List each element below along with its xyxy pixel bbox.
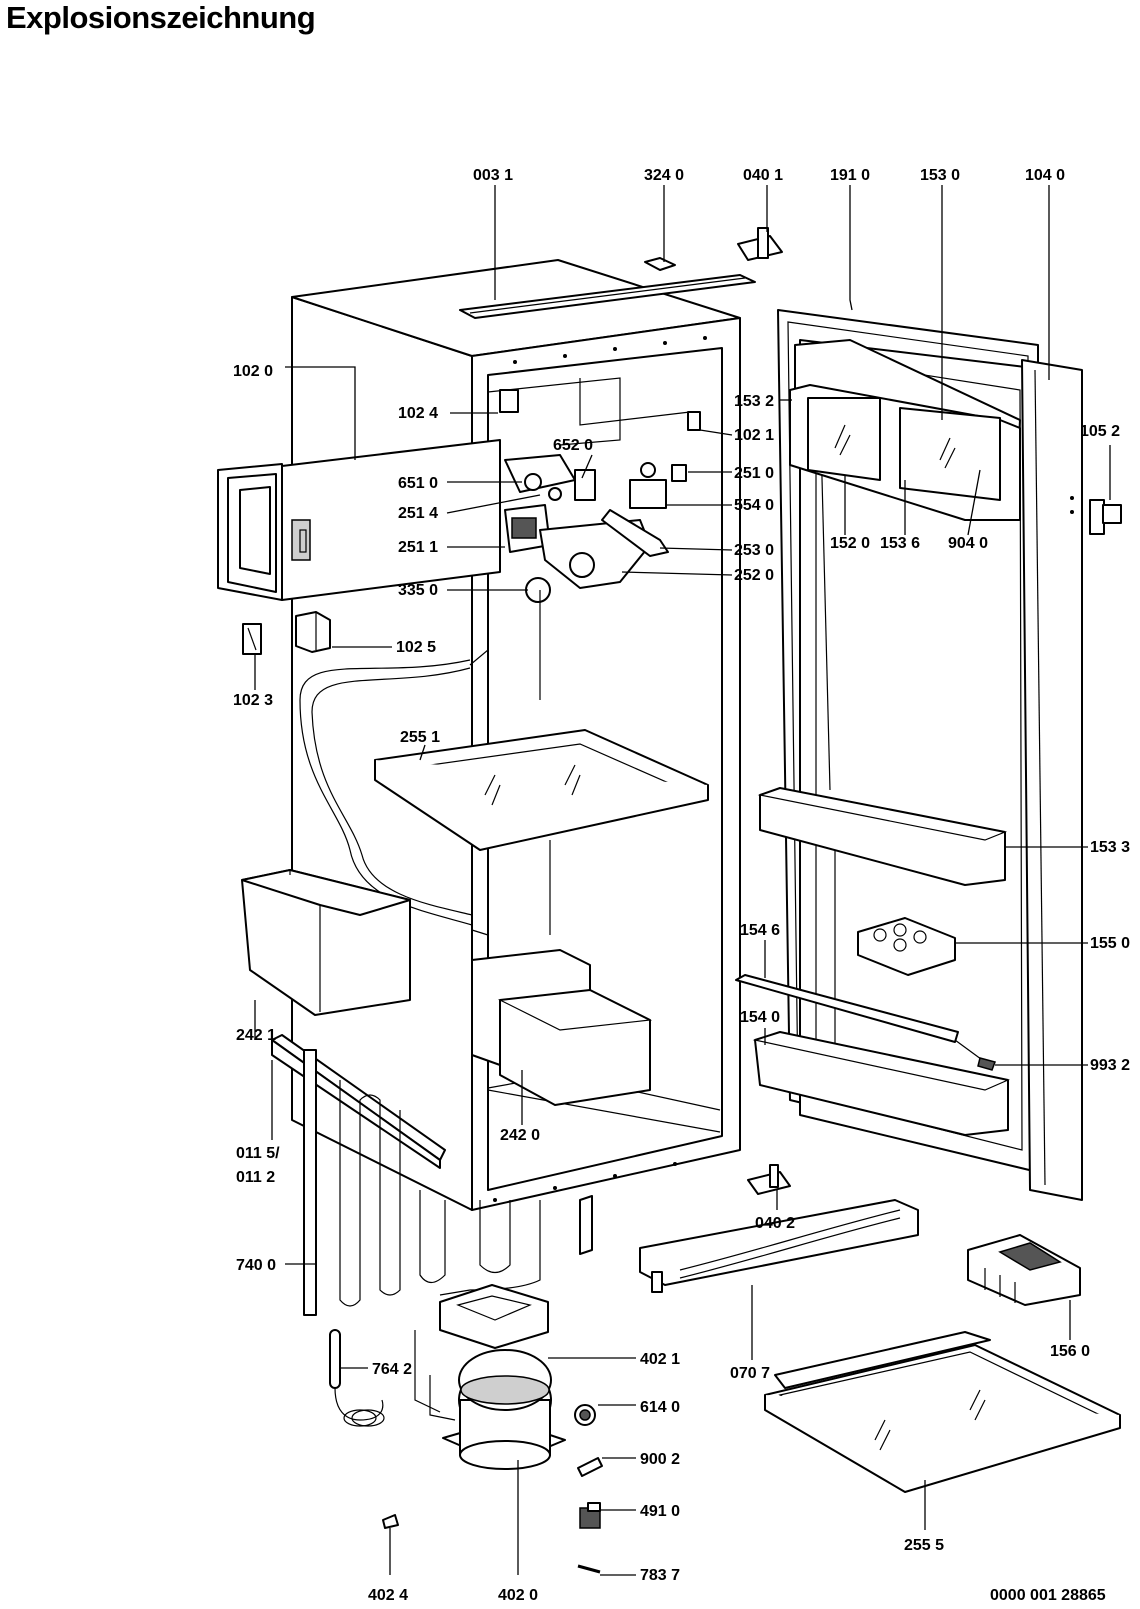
label-154-6: 154 6 <box>740 922 780 939</box>
refrigerator-door <box>777 309 1083 1201</box>
label-153-2: 153 2 <box>734 393 774 410</box>
label-324-0: 324 0 <box>644 167 684 184</box>
label-651-0: 651 0 <box>398 475 438 492</box>
bin-242-1 <box>241 869 411 1016</box>
label-491-0: 491 0 <box>640 1503 680 1520</box>
label-191-0: 191 0 <box>830 167 870 184</box>
label-252-0: 252 0 <box>734 567 774 584</box>
part-402-4 <box>382 1514 399 1529</box>
bottle-rail-154-6 <box>735 974 959 1043</box>
label-003-1: 003 1 <box>473 167 513 184</box>
label-251-1: 251 1 <box>398 539 438 556</box>
label-153-3: 153 3 <box>1090 839 1130 856</box>
door-shelf-154-0 <box>752 1031 1010 1136</box>
label-251-0: 251 0 <box>734 465 774 482</box>
label-740-0: 740 0 <box>236 1257 276 1274</box>
label-153-0: 153 0 <box>920 167 960 184</box>
bracket-402-1 <box>439 1284 549 1349</box>
door-shelf-153-3 <box>757 787 1008 886</box>
hinge-040-2 <box>747 1164 791 1195</box>
part-102-0-cover <box>217 439 501 601</box>
label-251-4: 251 4 <box>398 505 438 522</box>
label-764-2: 764 2 <box>372 1361 412 1378</box>
part-900-2 <box>577 1457 603 1477</box>
label-102-4: 102 4 <box>398 405 438 422</box>
drawing-number: 0000 001 28865 <box>990 1587 1106 1604</box>
label-011-5: 011 5/ <box>236 1145 280 1162</box>
label-154-0: 154 0 <box>740 1009 780 1026</box>
compressor-402-0 <box>414 1330 566 1470</box>
part-labels: 003 1 324 0 040 1 191 0 153 0 104 0 102 … <box>233 167 1130 1604</box>
label-993-2: 993 2 <box>1090 1057 1130 1074</box>
plinth-070-7 <box>639 1199 919 1293</box>
capillary-764-2 <box>329 1329 385 1427</box>
label-104-0: 104 0 <box>1025 167 1065 184</box>
part-993-2 <box>954 1039 996 1071</box>
glass-shelf-255-1 <box>374 729 709 935</box>
bin-242-0 <box>471 949 653 1106</box>
page-title: Explosionszeichnung <box>6 0 316 35</box>
label-070-7: 070 7 <box>730 1365 770 1382</box>
egg-tray-155-0 <box>857 917 956 976</box>
label-652-0: 652 0 <box>553 437 593 454</box>
part-491-0 <box>579 1502 601 1529</box>
label-255-5: 255 5 <box>904 1537 944 1554</box>
label-904-0: 904 0 <box>948 535 988 552</box>
part-783-7 <box>577 1564 601 1574</box>
label-402-4: 402 4 <box>368 1587 408 1604</box>
ice-tray-156-0 <box>967 1234 1081 1306</box>
label-155-0: 155 0 <box>1090 935 1130 952</box>
label-335-0: 335 0 <box>398 582 438 599</box>
hinge-040-1 <box>737 227 783 261</box>
label-040-2: 040 2 <box>755 1215 795 1232</box>
label-040-1: 040 1 <box>743 167 783 184</box>
label-153-6: 153 6 <box>880 535 920 552</box>
label-402-1: 402 1 <box>640 1351 680 1368</box>
label-102-3: 102 3 <box>233 692 273 709</box>
label-242-1: 242 1 <box>236 1027 276 1044</box>
light-thermostat-assembly <box>499 389 701 700</box>
label-554-0: 554 0 <box>734 497 774 514</box>
part-102-3-bracket <box>242 623 262 655</box>
label-011-2: 011 2 <box>236 1169 275 1186</box>
label-102-0: 102 0 <box>233 363 273 380</box>
label-783-7: 783 7 <box>640 1567 680 1584</box>
leader-lines <box>254 185 1111 1576</box>
label-614-0: 614 0 <box>640 1399 680 1416</box>
glass-shelf-255-5 <box>764 1331 1121 1493</box>
hinge-105-2 <box>1070 496 1122 535</box>
part-324-0 <box>644 257 676 271</box>
part-102-5-cap <box>295 611 331 653</box>
label-402-0: 402 0 <box>498 1587 538 1604</box>
label-105-2: 105 2 <box>1080 423 1120 440</box>
label-253-0: 253 0 <box>734 542 774 559</box>
condenser-740-0 <box>303 1049 593 1316</box>
label-255-1: 255 1 <box>400 729 440 746</box>
label-102-5: 102 5 <box>396 639 436 656</box>
part-614-0 <box>574 1404 596 1426</box>
label-102-1: 102 1 <box>734 427 774 444</box>
label-156-0: 156 0 <box>1050 1343 1090 1360</box>
label-900-2: 900 2 <box>640 1451 680 1468</box>
label-152-0: 152 0 <box>830 535 870 552</box>
dairy-compartment-153 <box>789 339 1021 521</box>
label-242-0: 242 0 <box>500 1127 540 1144</box>
